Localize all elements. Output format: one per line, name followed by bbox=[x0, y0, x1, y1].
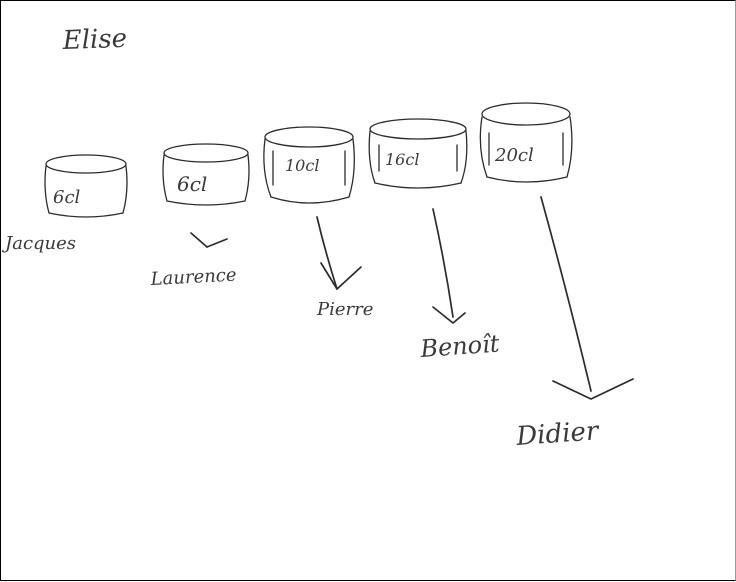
name-jacques: Jacques bbox=[1, 233, 76, 254]
cup-6cl-first: 6cl bbox=[44, 154, 128, 218]
title-text: Elise bbox=[61, 24, 127, 56]
name-didier: Didier bbox=[514, 416, 600, 452]
cup-label: 6cl bbox=[53, 187, 81, 208]
arrow-to-pierre bbox=[316, 216, 362, 290]
cup-label: 6cl bbox=[177, 172, 207, 196]
arrow-to-didier bbox=[540, 196, 634, 400]
name-pierre: Pierre bbox=[316, 299, 373, 320]
cup-6cl-second: 6cl bbox=[162, 143, 250, 206]
cup-label: 10cl bbox=[285, 156, 319, 175]
cup-10cl: 10cl bbox=[263, 126, 355, 204]
cup-20cl: 20cl bbox=[479, 102, 573, 183]
cup-16cl: 16cl bbox=[368, 118, 468, 189]
cup-label: 16cl bbox=[385, 150, 419, 169]
name-laurence: Laurence bbox=[149, 265, 237, 291]
arrow-to-laurence bbox=[190, 232, 228, 248]
cup-label: 20cl bbox=[494, 145, 534, 166]
name-benoit: Benoît bbox=[418, 330, 500, 364]
arrow-to-benoit bbox=[432, 208, 466, 324]
